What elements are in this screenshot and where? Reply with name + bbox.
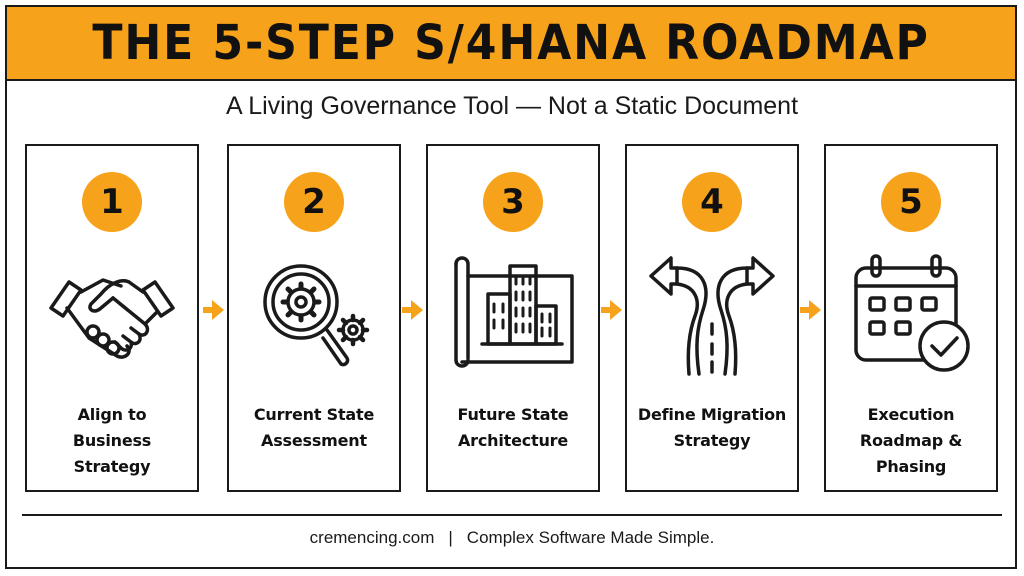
step-label: Future State Architecture — [457, 405, 569, 450]
arrow-right-icon — [402, 300, 423, 320]
calendar-check-icon — [854, 254, 970, 372]
title-banner: THE 5-STEP S/4HANA ROADMAP — [7, 7, 1015, 81]
step-label: Define Migration Strategy — [637, 405, 787, 450]
step-card-4: 4 Define Migration Strategy — [625, 144, 799, 492]
forking-road-icon — [649, 256, 775, 376]
step-card-2: 2 Current State Assessment — [227, 144, 401, 492]
step-number-badge: 3 — [483, 172, 543, 232]
footer-separator: | — [448, 528, 453, 547]
arrow-right-icon — [800, 300, 821, 320]
step-label: Align to Business Strategy — [72, 405, 152, 476]
footer-tagline: Complex Software Made Simple. — [466, 528, 715, 547]
arrow-right-icon — [601, 300, 622, 320]
step-label: Current State Assessment — [253, 405, 375, 450]
footer-site: cremencing.com — [309, 528, 435, 547]
step-number-badge: 4 — [682, 172, 742, 232]
handshake-icon — [49, 278, 175, 359]
step-number-badge: 2 — [284, 172, 344, 232]
step-card-1: 1 Align to Business Strategy — [25, 144, 199, 492]
blueprint-buildings-icon — [454, 256, 574, 368]
footer: cremencing.com | Complex Software Made Sim… — [0, 528, 1024, 548]
step-card-3: 3 Future State Architecture — [426, 144, 600, 492]
step-card-5: 5 Execution Roadmap & Phasing — [824, 144, 998, 492]
page-title: THE 5-STEP S/4HANA ROADMAP — [92, 15, 930, 71]
footer-divider — [22, 514, 1002, 516]
step-number-badge: 1 — [82, 172, 142, 232]
subtitle: A Living Governance Tool — Not a Static … — [225, 92, 799, 120]
step-label: Execution Roadmap & Phasing — [859, 405, 963, 476]
step-number-badge: 5 — [881, 172, 941, 232]
magnifier-gears-icon — [263, 264, 370, 367]
outer-frame — [5, 5, 1017, 569]
arrow-right-icon — [203, 300, 224, 320]
